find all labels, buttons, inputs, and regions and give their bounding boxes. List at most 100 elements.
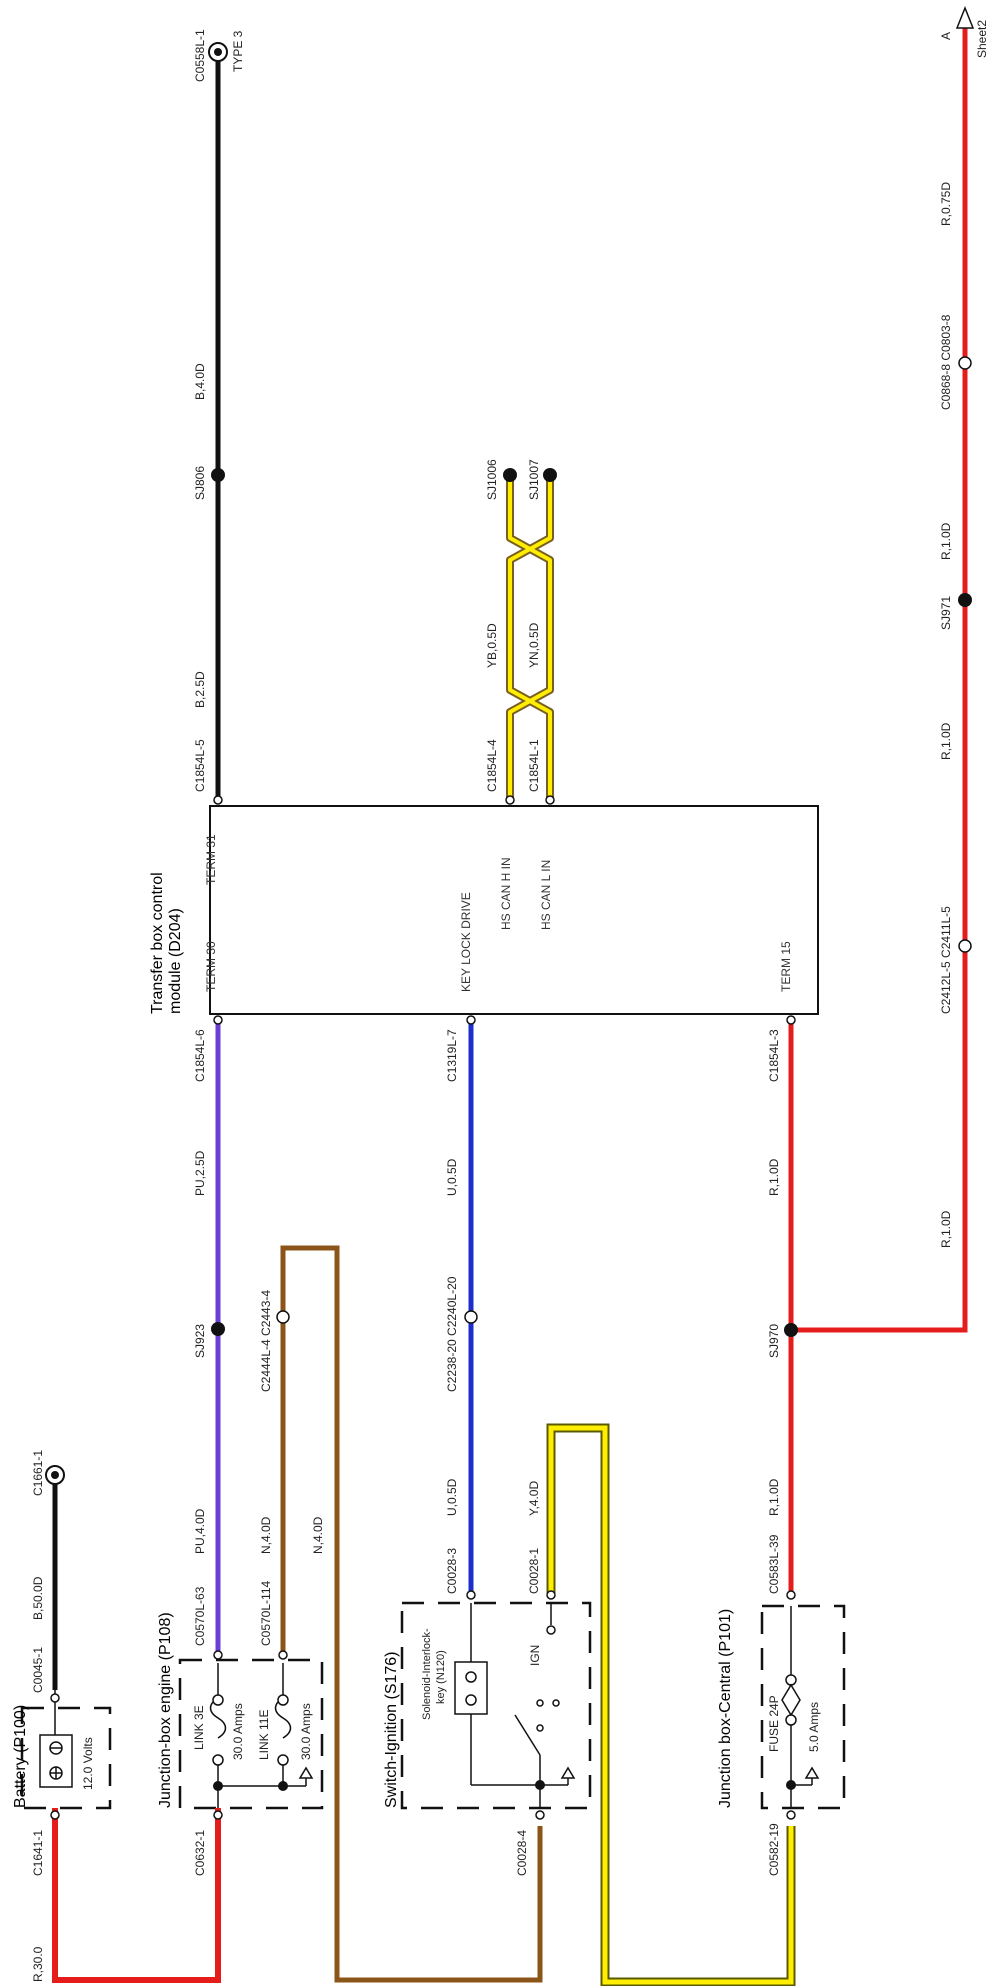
label-r10c: R,1.0D [939, 1210, 953, 1248]
label-c0028-4: C0028-4 [515, 1830, 529, 1876]
battery-box [20, 1706, 112, 1810]
label-yb05: YB,0.5D [485, 623, 499, 668]
solenoid-label-2: key (N120) [435, 1650, 447, 1704]
battery-rating: 12.0 Volts [81, 1737, 95, 1790]
label-r10a: R,1.0D [767, 1478, 781, 1516]
transfer-box-module [209, 805, 819, 1015]
inline-connector [464, 1310, 478, 1324]
label-sj971: SJ971 [939, 596, 953, 630]
connector-pin [545, 795, 555, 805]
wire-y40-outline [546, 1423, 796, 1986]
can-l-label: HS CAN L IN [539, 860, 553, 930]
ground-eyelet-center [51, 1471, 59, 1479]
splice-node [786, 1780, 796, 1790]
link2-label: LINK 11E [257, 1710, 271, 1760]
label-c0868: C0868-8 C0803-8 [939, 314, 953, 410]
label-n40a: N,4.0D [259, 1516, 273, 1554]
inline-connector [276, 1310, 290, 1324]
label-r30: R,30.0 [31, 1946, 45, 1982]
splice-sj1006 [503, 468, 517, 482]
fuse-rating: 5.0 Amps [807, 1702, 821, 1752]
connector-pin [466, 1015, 476, 1025]
term30-label: TERM 30 [204, 941, 218, 992]
connector-pin [505, 795, 515, 805]
connector-pin [50, 1693, 60, 1703]
label-sj806: SJ806 [193, 466, 207, 500]
splice-sj806 [211, 468, 225, 482]
label-type3: TYPE 3 [231, 30, 245, 72]
wire-y40 [548, 1425, 794, 1985]
connector-pin [213, 1650, 223, 1660]
junction-engine-title: Junction-box engine (P108) [157, 1612, 174, 1808]
inline-connector [958, 356, 972, 370]
connector-pin [786, 1810, 796, 1820]
label-c1319: C1319L-7 [445, 1029, 459, 1082]
can-h-label: HS CAN H IN [499, 857, 513, 930]
connector-pin [50, 1810, 60, 1820]
connector-pin [466, 1590, 476, 1600]
label-sj1007: SJ1007 [527, 459, 541, 500]
term31-label: TERM 31 [204, 834, 218, 885]
label-c0570-63: C0570L-63 [193, 1586, 207, 1646]
battery-title: Battery (P100) [12, 1705, 29, 1808]
switch-ignition-title: Switch-Ignition (S176) [383, 1651, 400, 1808]
label-c0045: C0045-1 [31, 1647, 45, 1693]
label-sj970: SJ970 [767, 1324, 781, 1358]
connector-pin [786, 1590, 796, 1600]
label-c1854-5: C1854L-5 [193, 739, 207, 792]
inline-connector [958, 939, 972, 953]
link1-label: LINK 3E [192, 1705, 206, 1750]
sheet-arrow [955, 5, 975, 29]
wire-n40 [280, 1245, 543, 1983]
label-c1661: C1661-1 [31, 1450, 45, 1496]
label-sheet2: Sheet2 [975, 20, 989, 58]
wire-r10-branch [791, 946, 968, 1333]
label-c0028-3: C0028-3 [445, 1548, 459, 1594]
label-c1854-1: C1854L-1 [527, 739, 541, 792]
label-c1641: C1641-1 [31, 1830, 45, 1876]
wire-r30 [52, 1808, 221, 1983]
connector-pin [546, 1590, 556, 1600]
splice-sj1007 [543, 468, 557, 482]
label-c1854-4: C1854L-4 [485, 739, 499, 792]
splice-node [213, 1781, 223, 1791]
label-c0582: C0582-19 [767, 1823, 781, 1876]
connector-pin [786, 1015, 796, 1025]
label-c0583: C0583L-39 [767, 1534, 781, 1594]
solenoid-label-1: Solenoid-Interlock- [421, 1628, 433, 1720]
label-n40b: N,4.0D [311, 1516, 325, 1554]
label-c0632: C0632-1 [193, 1830, 207, 1876]
ground-eyelet-center [214, 48, 222, 56]
label-c0028-1: C0028-1 [527, 1548, 541, 1594]
label-c2238: C2238-20 C2240L-20 [445, 1276, 459, 1392]
connector-pin [213, 1015, 223, 1025]
label-b40: B,4.0D [193, 363, 207, 400]
label-pu40: PU,4.0D [193, 1508, 207, 1554]
junction-central-title: Junction box-Central (P101) [717, 1609, 734, 1808]
switch-ignition-internals [454, 1603, 576, 1808]
label-c1854-3: C1854L-3 [767, 1029, 781, 1082]
link2-rating: 30.0 Amps [299, 1703, 313, 1760]
can-l-wire [508, 475, 552, 798]
connector-pin [535, 1810, 545, 1820]
label-u05b: U,0.5D [445, 1158, 459, 1196]
label-r075: R,0.75D [939, 182, 953, 226]
junction-central-box [760, 1604, 846, 1810]
label-c2412: C2412L-5 C2411L-5 [939, 906, 953, 1014]
label-sj923: SJ923 [193, 1324, 207, 1358]
label-pu25: PU,2.5D [193, 1150, 207, 1196]
module-title-line2: module (D204) [167, 908, 184, 1014]
label-c1854-6: C1854L-6 [193, 1029, 207, 1082]
link1-rating: 30.0 Amps [231, 1703, 245, 1760]
label-arrow-a: A [939, 32, 953, 40]
connector-pin [213, 795, 223, 805]
fuse-label: FUSE 24P [767, 1695, 781, 1752]
keylock-label: KEY LOCK DRIVE [459, 892, 473, 992]
label-u05a: U,0.5D [445, 1478, 459, 1516]
can-h-wire [508, 475, 552, 798]
module-title-line1: Transfer box control [149, 872, 166, 1014]
switch-ignition-box [400, 1601, 592, 1810]
label-c0570-114: C0570L-114 [259, 1581, 273, 1646]
label-y40: Y,4.0D [527, 1481, 541, 1516]
label-r10b: R,1.0D [767, 1158, 781, 1196]
